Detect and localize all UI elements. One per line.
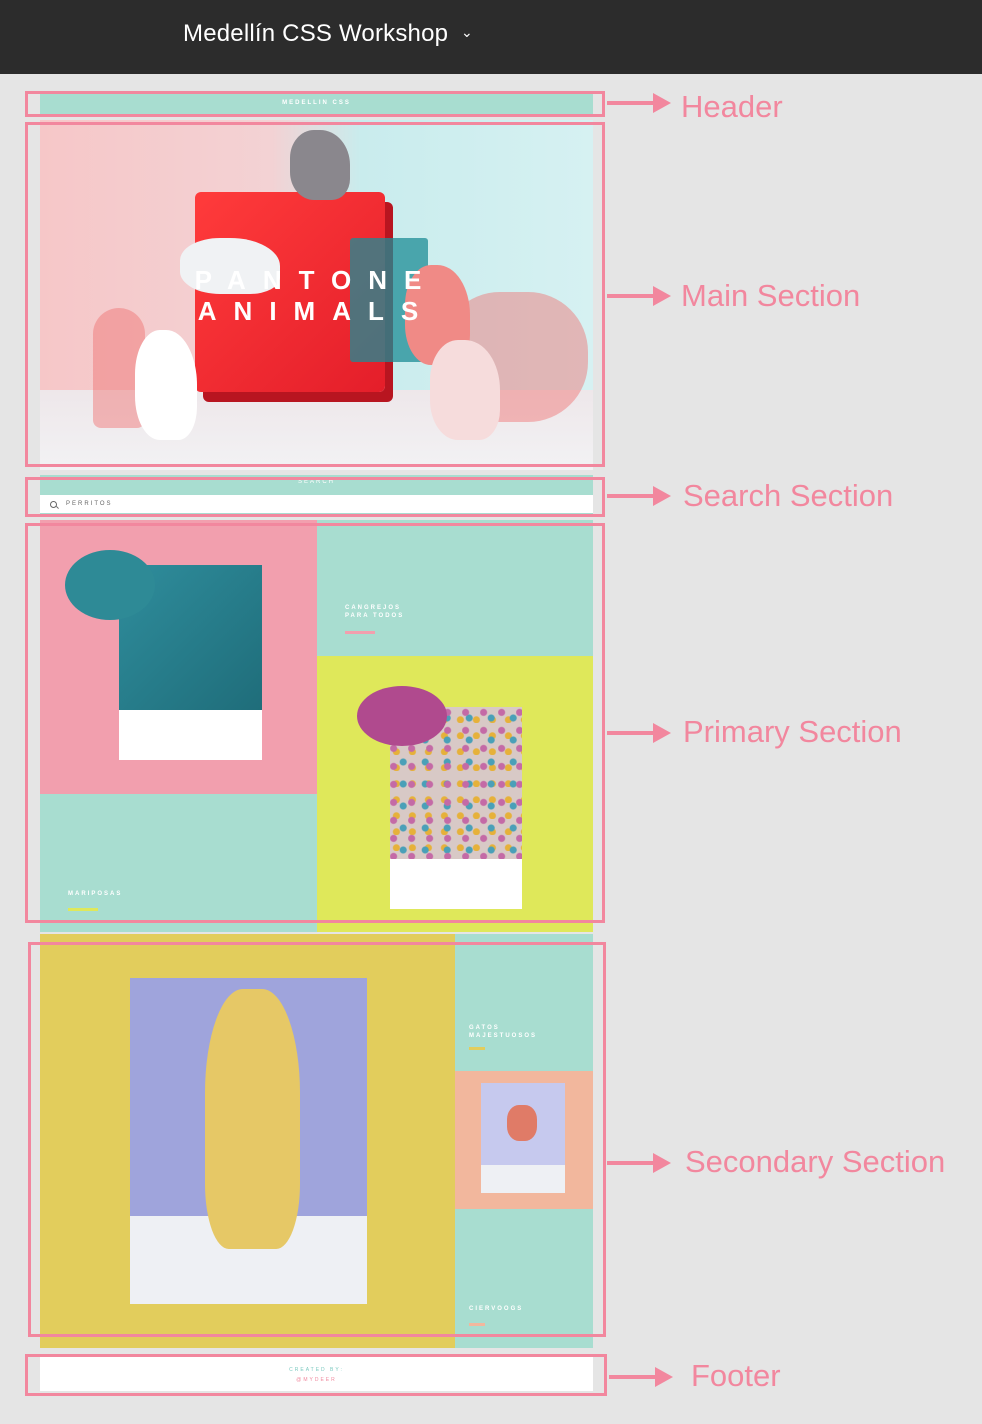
caption-cats-line2: MAJESTUOSOS <box>469 1033 538 1039</box>
annotation-label-footer: Footer <box>691 1358 781 1393</box>
site-footer: CREATED BY: @MYDEER <box>40 1357 593 1391</box>
white-cat-figure <box>135 330 197 440</box>
annotation-label-main: Main Section <box>681 278 861 313</box>
cat-tile[interactable] <box>40 934 455 1348</box>
crab-caption-tile[interactable]: CANGREJOS PARA TODOS <box>317 520 593 656</box>
caption-crabs-line1: CANGREJOS <box>345 605 402 611</box>
caption-underline <box>68 908 98 911</box>
arrow-primary <box>607 723 671 743</box>
annotation-box-search <box>25 477 605 517</box>
cat-figure <box>205 989 300 1249</box>
site-header: MEDELLIN CSS <box>40 94 593 114</box>
annotation-label-primary: Primary Section <box>683 714 902 749</box>
search-section: SEARCH PERRITOS <box>40 475 593 517</box>
butterfly-caption-tile[interactable]: MARIPOSAS <box>40 794 317 932</box>
app-topbar: Medellín CSS Workshop ⌄ <box>0 0 982 74</box>
swatch-card-bottom <box>119 710 262 760</box>
caption-underline <box>469 1323 485 1326</box>
swatch-card-bottom <box>390 859 522 909</box>
butterfly-tile[interactable] <box>317 656 593 932</box>
caption-cats: GATOS MAJESTUOSOS <box>469 1024 537 1040</box>
search-value: PERRITOS <box>66 501 113 507</box>
annotation-box-secondary <box>28 942 606 1337</box>
arrow-secondary <box>607 1153 671 1173</box>
annotation-label-search: Search Section <box>683 478 894 513</box>
caption-crabs: CANGREJOS PARA TODOS <box>345 604 404 620</box>
caption-cats-line1: GATOS <box>469 1025 500 1031</box>
arrow-main <box>607 286 671 306</box>
caption-crabs-line2: PARA TODOS <box>345 613 405 619</box>
crab-tile[interactable] <box>40 520 317 794</box>
deer-caption-tile[interactable]: CIERVOOGS <box>455 1209 593 1348</box>
search-label: SEARCH <box>297 479 335 485</box>
caption-butterflies: MARIPOSAS <box>68 891 123 897</box>
search-icon <box>50 501 57 508</box>
hero-title-line1: PANTONE <box>194 265 439 295</box>
annotation-label-secondary: Secondary Section <box>685 1144 946 1179</box>
caption-underline <box>345 631 375 634</box>
search-input[interactable]: PERRITOS <box>40 495 593 513</box>
annotation-box-main <box>25 122 605 467</box>
grey-animal-figure <box>290 130 350 200</box>
cat-caption-tile[interactable]: GATOS MAJESTUOSOS <box>455 934 593 1071</box>
white-horse-figure <box>180 238 280 294</box>
caption-deer: CIERVOOGS <box>469 1306 524 1312</box>
pink-cat-figure <box>430 340 500 440</box>
site-brand[interactable]: MEDELLIN CSS <box>282 100 351 106</box>
caption-underline <box>469 1047 485 1050</box>
annotation-box-header <box>25 91 605 117</box>
chevron-down-icon[interactable]: ⌄ <box>461 24 473 40</box>
arrow-search <box>607 486 671 506</box>
footer-credit-label: CREATED BY: <box>289 1367 344 1373</box>
hero-title-line2: ANIMALS <box>197 296 436 326</box>
annotation-label-header: Header <box>681 89 783 124</box>
annotation-box-footer <box>25 1354 607 1396</box>
workshop-title[interactable]: Medellín CSS Workshop <box>183 20 449 47</box>
hero-floor <box>40 390 593 470</box>
footer-credit-handle[interactable]: @MYDEER <box>296 1377 337 1383</box>
deer-figure <box>507 1105 537 1141</box>
deer-tile[interactable] <box>455 1071 593 1209</box>
arrow-header <box>607 93 671 113</box>
butterfly-figure <box>357 686 447 746</box>
secondary-section-content: GATOS MAJESTUOSOS CIERVOOGS <box>40 934 593 1348</box>
arrow-footer <box>609 1367 673 1387</box>
swatch-card-bottom <box>481 1165 565 1193</box>
crab-figure <box>65 550 155 620</box>
annotation-box-primary <box>25 523 605 923</box>
primary-grid: CANGREJOS PARA TODOS MARIPOSAS <box>40 520 593 932</box>
hero-section: PANTONE ANIMALS <box>40 120 593 470</box>
